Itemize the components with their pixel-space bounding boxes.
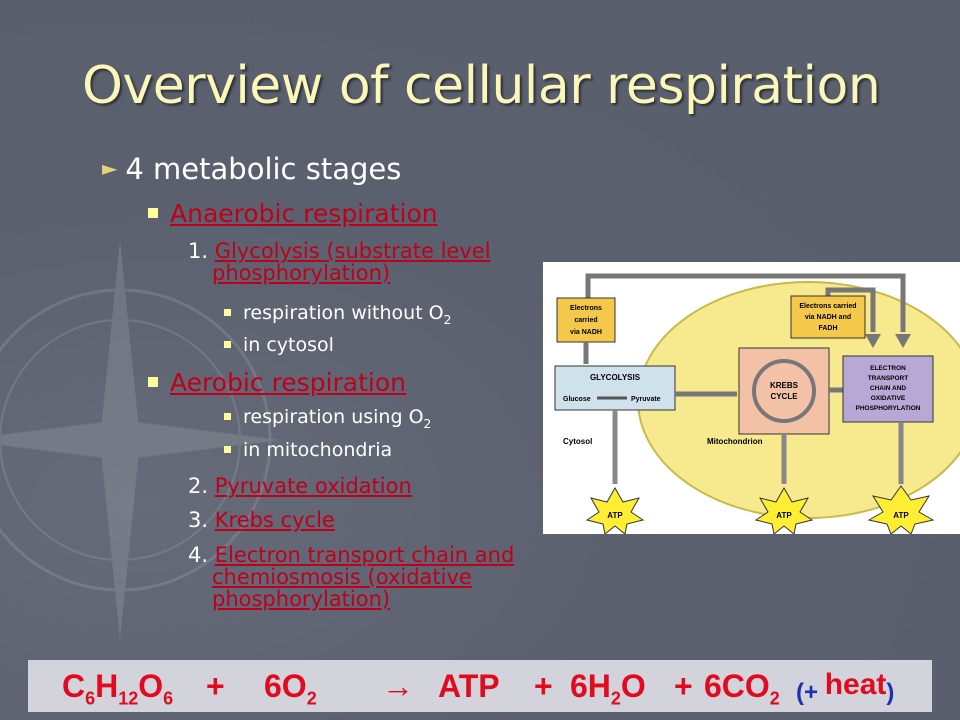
electrons-nadh-1: Electrons	[570, 305, 602, 312]
glycolysis-link-line2[interactable]: phosphorylation)	[212, 261, 391, 285]
arrow-bullet-icon: ►	[102, 156, 118, 180]
etc-label-3: CHAIN AND	[870, 385, 907, 392]
pyruvate-link[interactable]: Pyruvate oxidation	[214, 474, 412, 498]
main-bullet: ► 4 metabolic stages	[102, 152, 401, 186]
pyruvate-item: 2. Pyruvate oxidation	[188, 475, 412, 497]
subscript-2: 2	[443, 312, 452, 327]
electrons-fadh-1: Electrons carried	[799, 303, 856, 310]
krebs-link[interactable]: Krebs cycle	[214, 508, 335, 532]
equation: C6H12O6 + 6O2 → ATP + 6H2O + 6CO2 (+ hea…	[28, 660, 932, 712]
etc-label-4: OXIDATIVE	[871, 395, 906, 402]
respiration-diagram: Electrons carried via NADH Electrons car…	[543, 262, 960, 535]
square-bullet-icon	[224, 309, 231, 316]
etc-label-5: PHOSPHORYLATION	[855, 405, 920, 412]
pyruvate-label: Pyruvate	[631, 396, 661, 403]
etc-link-line2[interactable]: chemiosmosis (oxidative	[212, 565, 472, 589]
equation-plus-2: +	[534, 668, 553, 704]
anaerobic-item: Anaerobic respiration	[148, 199, 438, 228]
atp-burst-2: ATP	[754, 486, 814, 535]
slide-title: Overview of cellular respiration	[82, 56, 881, 116]
equation-atp: ATP	[438, 668, 500, 704]
glycolysis-link-line1[interactable]: Glycolysis (substrate level	[214, 239, 491, 263]
square-bullet-icon	[224, 446, 231, 453]
cytosol-item: in cytosol	[224, 334, 334, 356]
etc-label-1: ELECTRON	[870, 365, 906, 372]
glycolysis-number: 1.	[188, 239, 209, 263]
pyruvate-number: 2.	[188, 474, 209, 498]
using-o2-text: respiration using O	[243, 406, 424, 428]
electrons-nadh-3: via NADH	[570, 329, 602, 336]
etc-number: 4.	[188, 543, 209, 567]
mitochondrion-label: Mitochondrion	[707, 437, 763, 446]
etc-label-2: TRANSPORT	[868, 375, 908, 382]
cytosol-label: Cytosol	[563, 437, 592, 446]
glucose-label: Glucose	[563, 396, 591, 403]
subscript-2: 2	[423, 416, 432, 431]
electrons-fadh-2: via NADH and	[805, 314, 851, 321]
anaerobic-link[interactable]: Anaerobic respiration	[170, 199, 438, 228]
equation-oxygen: 6O2	[264, 668, 317, 709]
atp-label-2: ATP	[776, 511, 792, 520]
equation-water: 6H2O	[570, 668, 646, 709]
etc-box	[842, 355, 934, 423]
atp-burst-3: ATP	[867, 485, 935, 535]
krebs-number: 3.	[188, 508, 209, 532]
equation-co2: 6CO2	[704, 668, 780, 709]
equation-plus-1: +	[206, 668, 225, 704]
mito-text: in mitochondria	[243, 439, 393, 461]
aerobic-link[interactable]: Aerobic respiration	[170, 368, 407, 397]
atp-label-1: ATP	[607, 511, 623, 520]
glycolysis-item: 1. Glycolysis (substrate level phosphory…	[188, 240, 491, 284]
equation-glucose: C6H12O6	[62, 668, 174, 709]
main-bullet-text: 4 metabolic stages	[125, 152, 402, 186]
using-o2-item: respiration using O2	[224, 406, 431, 431]
etc-link-line1[interactable]: Electron transport chain and	[214, 543, 515, 567]
etc-link-line3[interactable]: phosphorylation)	[212, 587, 391, 611]
atp-label-3: ATP	[893, 511, 909, 520]
krebs-label-2: CYCLE	[770, 392, 798, 401]
cytosol-text: in cytosol	[243, 334, 334, 356]
square-bullet-icon	[224, 341, 231, 348]
equation-bar: C6H12O6 + 6O2 → ATP + 6H2O + 6CO2 (+ hea…	[28, 660, 932, 712]
square-bullet-icon	[224, 413, 231, 420]
atp-burst-1: ATP	[585, 486, 645, 535]
aerobic-item: Aerobic respiration	[148, 368, 406, 397]
mito-item: in mitochondria	[224, 439, 392, 461]
electrons-fadh-3: FADH	[818, 325, 837, 332]
no-o2-text: respiration without O	[243, 302, 444, 324]
glycolysis-label: GLYCOLYSIS	[590, 373, 641, 382]
electrons-nadh-fadh-box	[790, 295, 866, 339]
etc-item: 4. Electron transport chain and chemiosm…	[188, 544, 514, 610]
equation-arrow: →	[382, 668, 414, 704]
no-o2-item: respiration without O2	[224, 302, 452, 327]
krebs-item: 3. Krebs cycle	[188, 509, 335, 531]
compass-watermark	[0, 240, 280, 640]
square-bullet-icon	[148, 377, 158, 387]
electrons-nadh-2: carried	[574, 317, 597, 324]
equation-plus-3: +	[674, 668, 693, 704]
square-bullet-icon	[148, 208, 158, 218]
krebs-label-1: KREBS	[770, 381, 799, 390]
equation-heat: (+ heat)	[796, 668, 895, 706]
